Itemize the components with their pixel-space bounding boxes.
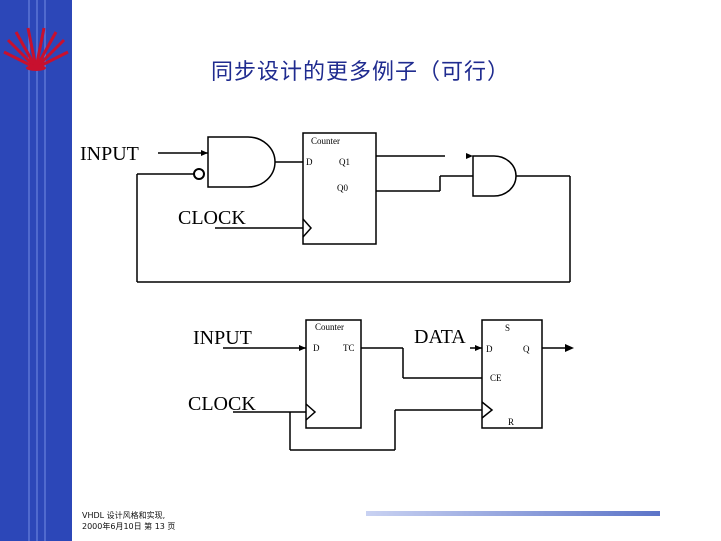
ff-pin-s: S [505,323,510,333]
clock-label-2: CLOCK [188,393,256,415]
data-label: DATA [414,326,466,348]
ff-pin-r: R [508,417,514,427]
flip-flop-box [481,319,543,429]
input-arrow [201,150,208,156]
footer-decorative-bar [366,511,660,516]
pin-tc: TC [343,343,355,353]
company-logo-icon [3,27,69,71]
pin-d-2: D [313,343,320,353]
clock-triangle-1 [302,218,313,238]
counter-label-1: Counter [311,136,340,146]
footer-line-2: 2000年6月10日 第 13 页 [82,522,176,531]
pin-q0: Q0 [337,183,348,193]
counter-label-2: Counter [315,322,344,332]
ff-pin-d: D [486,344,493,354]
input-label-2: INPUT [193,327,252,349]
input2-arrow [299,345,306,351]
ff-pin-ce: CE [490,373,502,383]
clock-triangle-2 [305,403,317,421]
data-arrow [475,345,482,351]
counter-box-1 [302,132,377,245]
slide-footer: VHDL 设计风格和实现, 2000年6月10日 第 13 页 [82,510,175,532]
footer-line-1: VHDL 设计风格和实现, [82,511,166,520]
pin-q1: Q1 [339,157,350,167]
pin-d-1: D [306,157,313,167]
clock-triangle-3 [481,401,494,419]
slide-title: 同步设计的更多例子（可行） [210,60,510,85]
output-arrow [565,344,574,352]
and-gate-1 [207,136,276,188]
ff-pin-q: Q [523,344,530,354]
input-label-1: INPUT [80,143,139,165]
clock-label-1: CLOCK [178,207,246,229]
and2-arrow [466,153,473,159]
and-gate-2 [472,155,517,197]
decorative-sidebar [0,0,72,541]
inverter-bubble [193,168,205,180]
counter-box-2 [305,319,362,429]
